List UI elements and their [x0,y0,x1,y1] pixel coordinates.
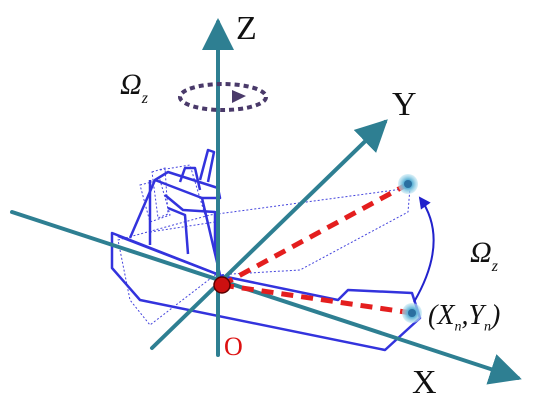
point-coordinate-label: (Xn,Yn) [428,302,500,335]
rotation-ellipse [178,82,268,112]
coord-comma: , [461,300,469,331]
coord-x: X [437,300,455,331]
coord-open-paren: ( [428,300,438,331]
radius-line-upper [220,181,410,288]
point-rotated [398,174,418,194]
coord-x-sub: n [454,319,462,335]
point-original [402,303,422,323]
omega-right-subscript: z [491,258,498,275]
origin-point [213,276,231,294]
omega-right-label: Ωz [470,236,498,275]
omega-right-symbol: Ω [470,236,492,269]
y-axis [150,119,388,350]
rotation-arc-arrow [413,196,435,303]
omega-top-subscript: z [141,90,148,107]
y-axis-label: Y [392,86,417,123]
omega-top-label: Ωz [120,68,148,107]
coord-y: Y [468,300,485,331]
ship-ghost-outline [117,164,411,326]
x-axis-label: X [412,364,437,401]
origin-label: O [224,332,243,361]
rotation-arrow-icon [232,90,246,103]
coord-close-paren: ) [491,300,501,331]
ship-outline [110,148,422,352]
radius-lines [220,181,413,316]
z-axis-label: Z [236,10,257,47]
axes [10,18,522,385]
radius-line-lower [221,282,413,316]
x-axis [10,210,522,385]
coord-y-sub: n [484,319,492,335]
omega-top-symbol: Ω [120,68,142,101]
